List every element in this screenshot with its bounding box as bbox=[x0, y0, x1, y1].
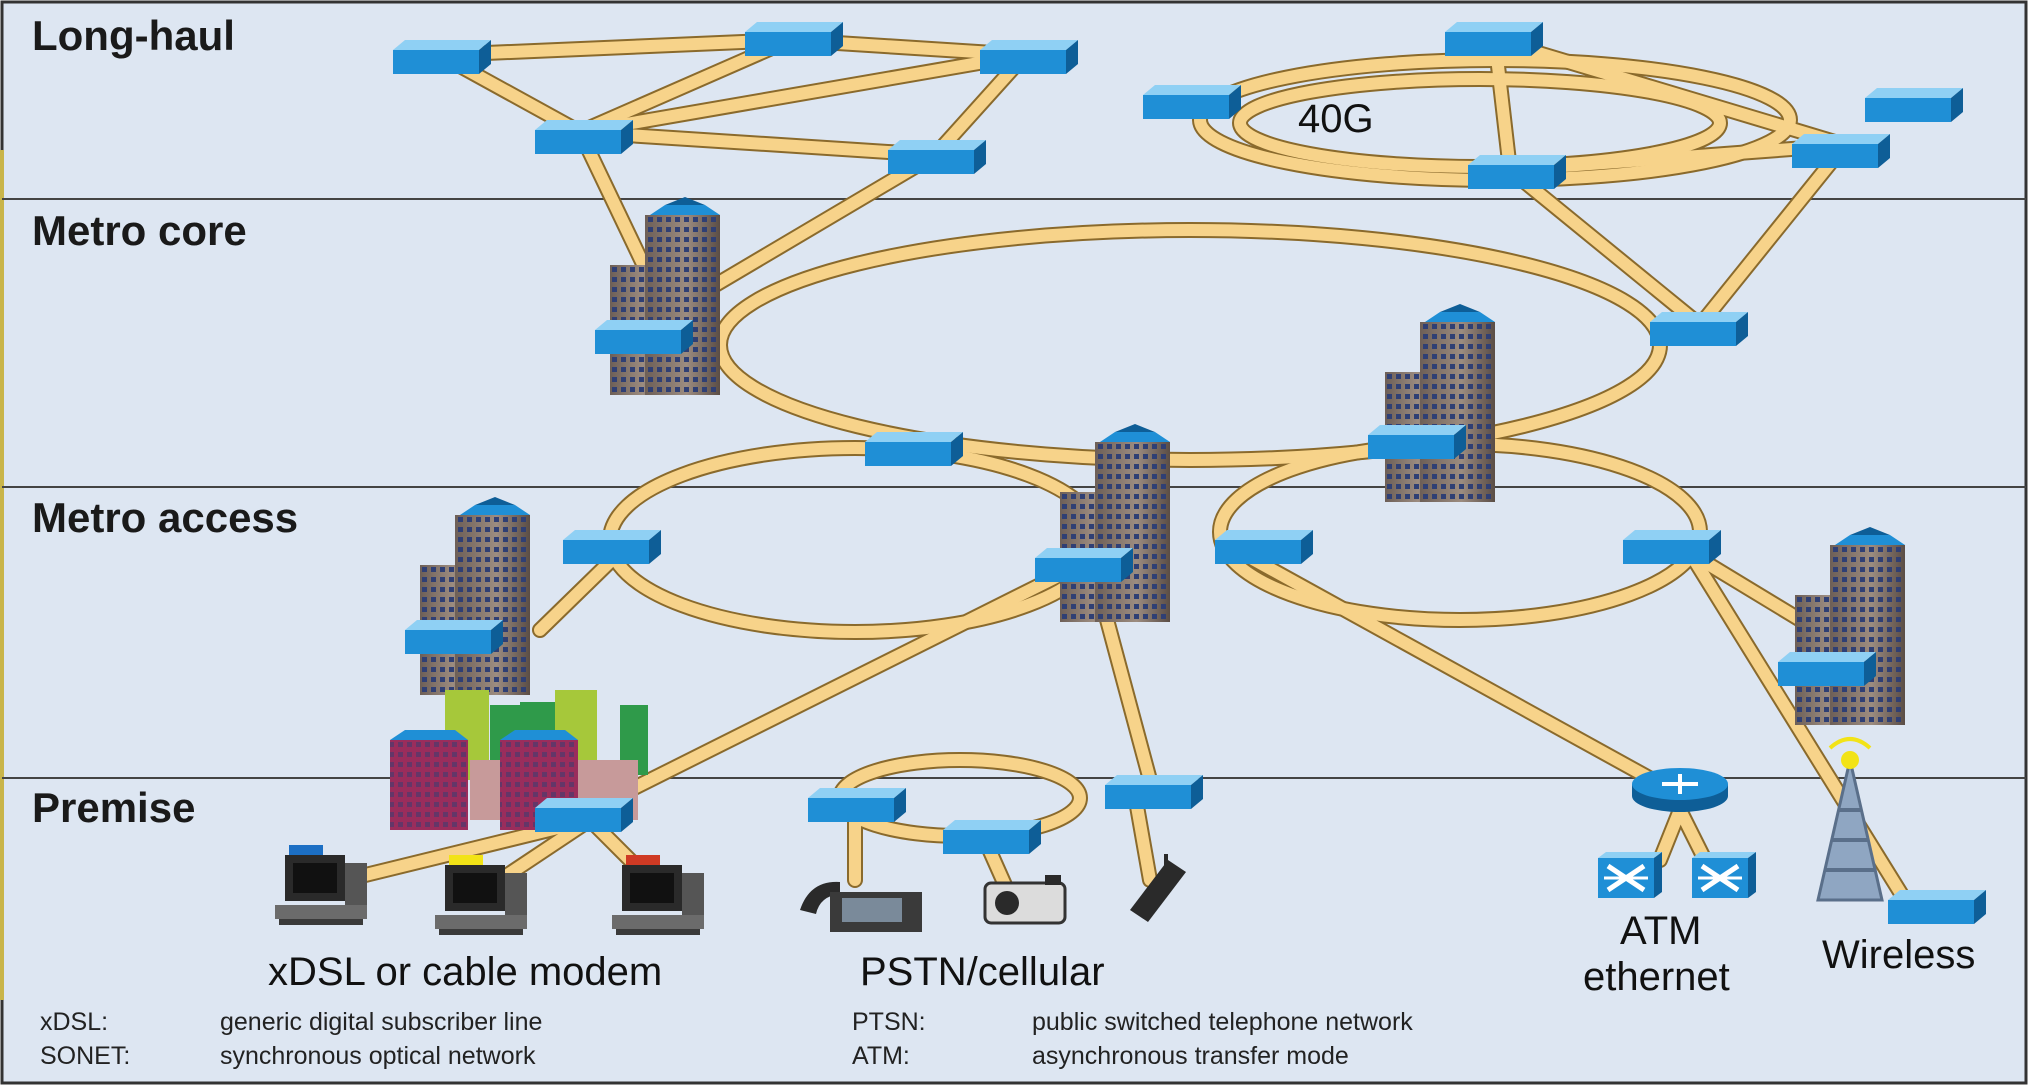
caption-xdsl: xDSL or cable modem bbox=[268, 950, 662, 994]
camera-icon bbox=[983, 875, 1067, 925]
legend-text: asynchronous transfer mode bbox=[1032, 1042, 1349, 1070]
network-node-icon bbox=[1888, 890, 1986, 924]
caption-ethernet: ethernet bbox=[1583, 955, 1730, 999]
network-node-icon bbox=[888, 140, 986, 174]
network-node-icon bbox=[980, 40, 1078, 74]
network-node-icon bbox=[535, 798, 633, 832]
network-node-icon bbox=[595, 320, 693, 354]
legend-abbr: ATM: bbox=[852, 1042, 910, 1070]
atm-switch-icon bbox=[1598, 852, 1662, 898]
mobile-phone-icon bbox=[1130, 854, 1186, 922]
network-node-icon bbox=[745, 22, 843, 56]
network-node-icon bbox=[1368, 425, 1466, 459]
legend-abbr: xDSL: bbox=[40, 1008, 108, 1036]
layer-label-premise: Premise bbox=[32, 784, 195, 831]
layer-labels: Long-haul Metro core Metro access Premis… bbox=[32, 12, 298, 831]
left-edge-strip bbox=[0, 150, 4, 1000]
wireless-tower-icon bbox=[1816, 737, 1884, 902]
caption-wireless: Wireless bbox=[1822, 933, 1975, 977]
network-node-icon bbox=[1865, 88, 1963, 122]
layer-label-metro-core: Metro core bbox=[32, 207, 247, 254]
layer-label-long-haul: Long-haul bbox=[32, 12, 235, 59]
legend-abbr: SONET: bbox=[40, 1042, 130, 1070]
network-node-icon bbox=[1215, 530, 1313, 564]
caption-pstn: PSTN/cellular bbox=[860, 950, 1105, 994]
network-node-icon bbox=[1778, 652, 1876, 686]
network-node-icon bbox=[1035, 548, 1133, 582]
network-node-icon bbox=[808, 788, 906, 822]
network-node-icon bbox=[865, 432, 963, 466]
network-node-icon bbox=[1468, 155, 1566, 189]
network-node-icon bbox=[1105, 775, 1203, 809]
router-icon bbox=[1632, 768, 1728, 812]
network-node-icon bbox=[393, 40, 491, 74]
access-captions: xDSL or cable modem PSTN/cellular ATM et… bbox=[268, 909, 1975, 999]
legend-abbr: PTSN: bbox=[852, 1008, 926, 1036]
atm-switch-icon bbox=[1692, 852, 1756, 898]
legend-text: synchronous optical network bbox=[220, 1042, 536, 1070]
network-node-icon bbox=[1445, 22, 1543, 56]
legend: xDSL: generic digital subscriber line SO… bbox=[40, 1008, 1413, 1070]
computer-icon bbox=[275, 845, 367, 925]
premise-devices bbox=[275, 737, 1884, 935]
network-node-icon bbox=[405, 620, 503, 654]
computer-icon bbox=[435, 855, 527, 935]
telephone-icon bbox=[800, 881, 922, 932]
network-node-icon bbox=[1623, 530, 1721, 564]
legend-text: public switched telephone network bbox=[1032, 1008, 1413, 1036]
legend-text: generic digital subscriber line bbox=[220, 1008, 542, 1036]
network-node-icon bbox=[1792, 134, 1890, 168]
network-node-icon bbox=[535, 120, 633, 154]
layer-label-metro-access: Metro access bbox=[32, 494, 298, 541]
network-node-icon bbox=[563, 530, 661, 564]
network-node-icon bbox=[1650, 312, 1748, 346]
computer-icon bbox=[612, 855, 704, 935]
network-node-icon bbox=[943, 820, 1041, 854]
caption-atm: ATM bbox=[1620, 909, 1701, 953]
ring-capacity-label: 40G bbox=[1298, 97, 1374, 141]
network-node-icon bbox=[1143, 85, 1241, 119]
